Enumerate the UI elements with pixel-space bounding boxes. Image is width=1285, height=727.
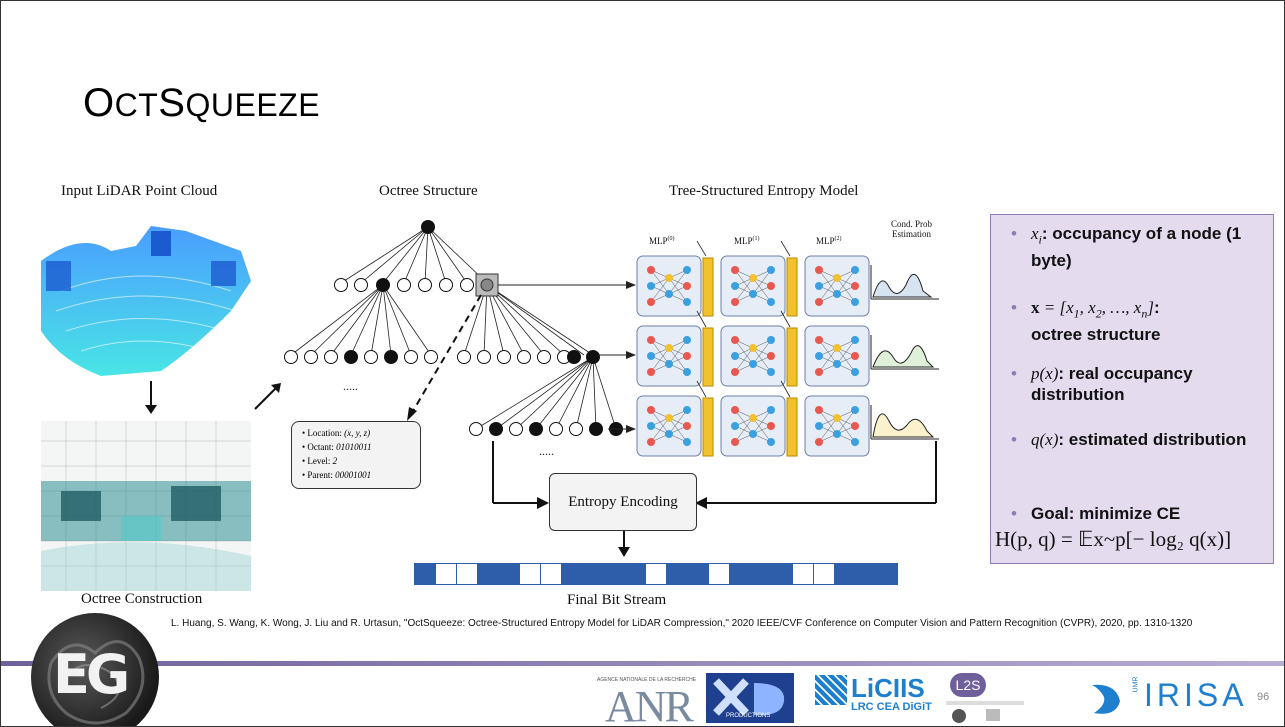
l2s-logo: L2S [946, 673, 1026, 723]
bit-cell [540, 563, 562, 585]
bit-cell [750, 563, 772, 585]
bitstream-label: Final Bit Stream [567, 592, 667, 608]
licis-logo: LiCIIS LRC CEA DiGiT [813, 673, 932, 723]
bit-cell [582, 563, 604, 585]
cross-entropy-formula: H(p, q) = 𝔼x~p[− log₂ q(x)] [995, 527, 1232, 551]
bit-cell [645, 563, 667, 585]
node-info-box: • Location: (x, y, z) • Octant: 01010011… [291, 421, 421, 489]
bit-cell [414, 563, 436, 585]
entropy-model-label: Tree-Structured Entropy Model [669, 183, 859, 199]
mlp0-label: MLP(0) [649, 236, 675, 246]
bit-cell [813, 563, 835, 585]
anr-logo: AGENCE NATIONALE DE LA RECHERCHE ANR [597, 677, 697, 727]
octree-construction-image [41, 421, 251, 591]
ellipsis-left: ..... [343, 379, 358, 393]
bit-cell [876, 563, 898, 585]
eg-logo: EG [31, 613, 159, 726]
xd-productions-logo: PRODUCTIONS [706, 673, 794, 723]
bit-cell [624, 563, 646, 585]
bit-cell [855, 563, 877, 585]
entropy-encoding-box: Entropy Encoding [549, 473, 697, 531]
bit-cell [435, 563, 457, 585]
info-box: • xi: occupancy of a node (1 byte) • x =… [990, 214, 1274, 564]
mlp1-label: MLP(1) [734, 236, 760, 246]
input-lidar-label: Input LiDAR Point Cloud [61, 183, 218, 199]
citation: L. Huang, S. Wang, K. Wong, J. Liu and R… [171, 618, 1193, 629]
bit-cell [477, 563, 499, 585]
bit-cell [519, 563, 541, 585]
entropy-model-mlp-grid [636, 241, 939, 457]
bit-cell [666, 563, 688, 585]
mlp2-label: MLP(2) [816, 236, 842, 246]
footer-bar [1, 661, 1284, 666]
bit-cell [687, 563, 709, 585]
entropy-encoding-label: Entropy Encoding [568, 493, 678, 510]
flow-arrows [492, 441, 937, 557]
bit-cell [729, 563, 751, 585]
bit-cell [498, 563, 520, 585]
octree-tree-diagram [284, 220, 623, 436]
octree-construction-label: Octree Construction [81, 591, 203, 607]
octree-structure-label: Octree Structure [379, 183, 478, 199]
slide-title: OCTSQUEEZE [83, 81, 321, 125]
node-to-mlp-arrows [498, 281, 636, 433]
bit-cell [792, 563, 814, 585]
page-number: 96 [1257, 691, 1270, 703]
lidar-point-cloud-image [41, 221, 251, 381]
construction-to-octree-arrow-icon [254, 383, 281, 410]
bit-cell [771, 563, 793, 585]
down-arrow-icon [145, 381, 157, 414]
final-bit-stream [414, 563, 898, 585]
ellipsis-right: ..... [539, 444, 554, 458]
bit-cell [561, 563, 583, 585]
irisa-logo: UMR IRISA [1086, 673, 1266, 723]
bit-cell [603, 563, 625, 585]
bit-cell [834, 563, 856, 585]
bit-cell [456, 563, 478, 585]
bit-cell [708, 563, 730, 585]
